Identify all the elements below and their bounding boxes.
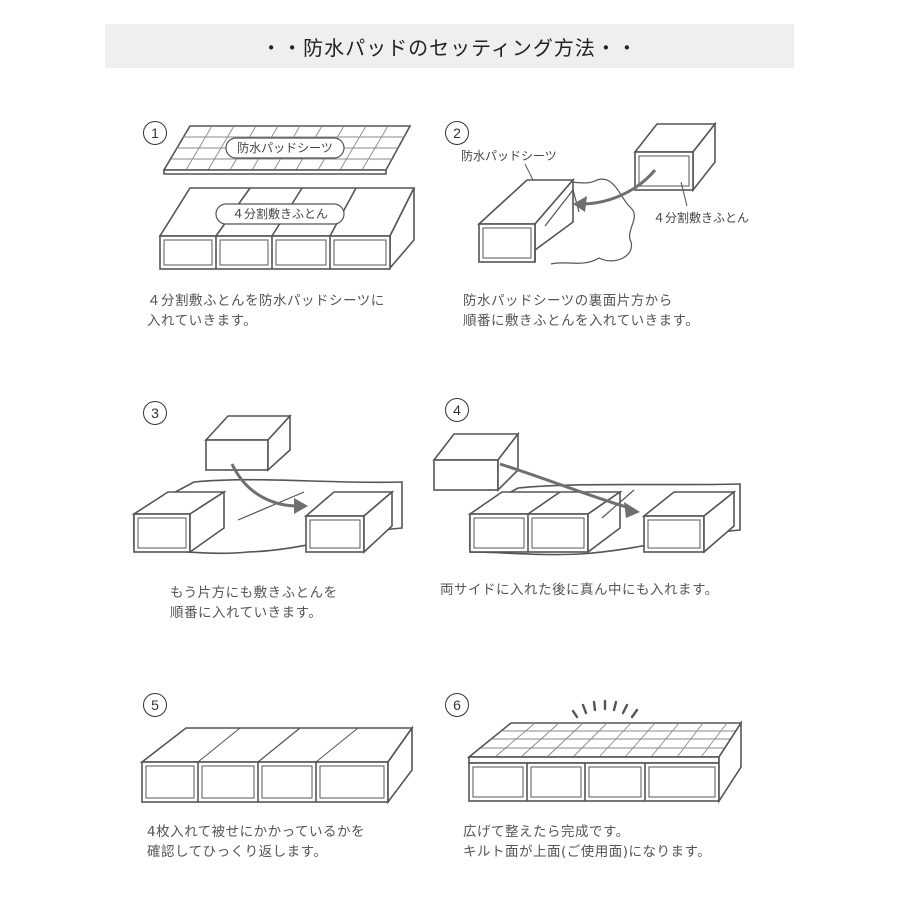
step-1-caption-line-2: 入れていきます。 — [147, 313, 258, 329]
step-5-number: 5 — [143, 693, 167, 717]
step-1-number: 1 — [143, 121, 167, 145]
step-6-caption-line-2: キルト面が上面(ご使用面)になります。 — [463, 844, 712, 860]
step-1-pad-label: 防水パッドシーツ — [237, 140, 333, 155]
step-3-number: 3 — [143, 401, 167, 425]
step-3-caption-line-1: もう片方にも敷きふとんを — [170, 585, 338, 601]
step-5-illustration — [139, 725, 414, 805]
step-6-number: 6 — [445, 693, 469, 717]
step-2-pad-label: 防水パッドシーツ — [461, 148, 557, 163]
step-6-caption-line-1: 広げて整えたら完成です。 — [463, 824, 630, 840]
step-2-illustration: 防水パッドシーツ ４分割敷きふとん — [461, 121, 749, 265]
page-title: ・・防水パッドのセッティング方法・・ — [261, 35, 638, 60]
step-1-caption-line-1: ４分割敷ふとんを防水パッドシーツに — [147, 293, 385, 309]
step-5-caption-line-1: 4枚入れて被せにかかっているかを — [147, 824, 366, 840]
step-2-caption: 防水パッドシーツの裏面片方から 順番に敷きふとんを入れていきます。 — [463, 291, 699, 331]
step-3-caption-line-2: 順番に入れていきます。 — [170, 605, 323, 621]
step-1-illustration: 防水パッドシーツ ４分割敷きふとん — [158, 125, 416, 271]
step-4-caption-line-1: 両サイドに入れた後に真ん中にも入れます。 — [440, 582, 719, 598]
step-2-futon-label: ４分割敷きふとん — [653, 210, 749, 225]
step-2-caption-line-2: 順番に敷きふとんを入れていきます。 — [463, 313, 700, 329]
step-4-illustration — [432, 431, 741, 556]
step-2-caption-line-1: 防水パッドシーツの裏面片方から — [463, 293, 673, 309]
step-1-caption: ４分割敷ふとんを防水パッドシーツに 入れていきます。 — [147, 291, 385, 331]
step-6-illustration — [466, 699, 743, 804]
step-3-illustration — [131, 413, 403, 555]
step-3-caption: もう片方にも敷きふとんを 順番に入れていきます。 — [170, 583, 338, 623]
title-bar: ・・防水パッドのセッティング方法・・ — [105, 24, 794, 68]
step-6-caption: 広げて整えたら完成です。 キルト面が上面(ご使用面)になります。 — [463, 822, 711, 862]
step-4-number: 4 — [445, 398, 469, 422]
step-1-futon-label: ４分割敷きふとん — [232, 206, 328, 221]
step-2-number: 2 — [445, 121, 469, 145]
step-5-caption: 4枚入れて被せにかかっているかを 確認してひっくり返します。 — [147, 822, 365, 862]
step-4-caption: 両サイドに入れた後に真ん中にも入れます。 — [440, 580, 719, 600]
step-5-caption-line-2: 確認してひっくり返します。 — [147, 844, 328, 860]
